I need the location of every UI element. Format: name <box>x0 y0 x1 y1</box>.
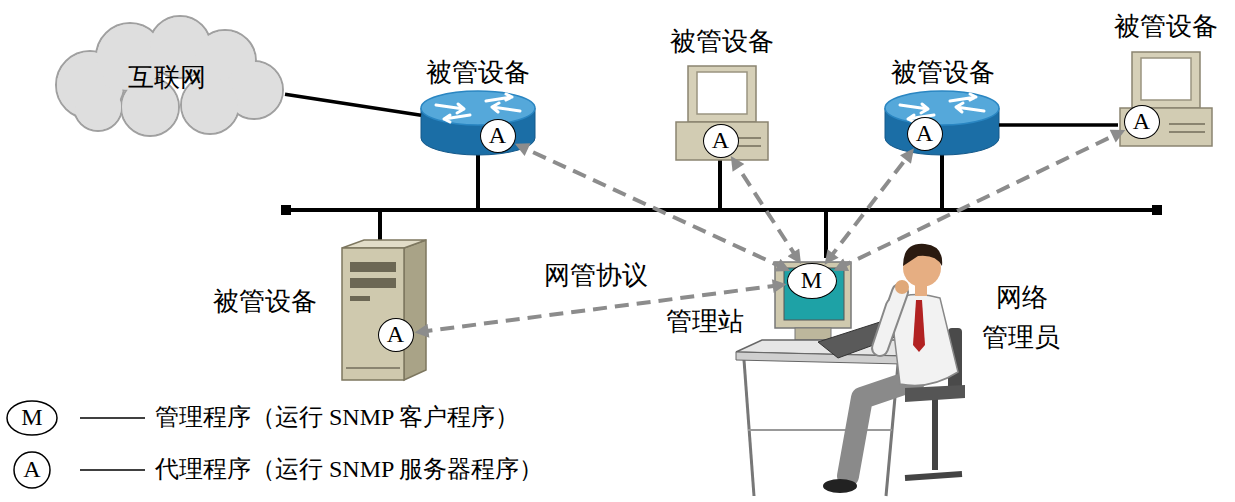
network-bus <box>286 152 1157 258</box>
administrator-figure-part <box>880 292 900 348</box>
server-device: 被管设备A <box>342 238 426 380</box>
administrator-figure-part <box>905 474 962 478</box>
agent-circle: A <box>480 119 516 153</box>
protocol-arrow <box>838 132 1120 268</box>
edge-label: 网管协议 <box>540 261 652 291</box>
router-device: 被管设备A <box>421 91 535 157</box>
network-bus-part <box>476 152 480 210</box>
server-icon-part <box>350 262 396 272</box>
legend-sample-part <box>7 401 57 435</box>
administrator-figure-part <box>880 292 900 348</box>
bus-terminator <box>281 205 291 215</box>
device-label: 被管设备 <box>670 27 774 57</box>
manager-letter: M <box>801 267 822 295</box>
workstation-icon <box>775 262 851 340</box>
pc-icon <box>676 66 768 160</box>
network-link <box>285 94 421 115</box>
administrator-figure-part <box>913 300 925 352</box>
device-label: 被管设备 <box>891 58 995 88</box>
protocol-arrow <box>828 153 911 261</box>
legend-symbol-letter: A <box>23 456 40 484</box>
administrator-figure-part <box>903 244 942 266</box>
network-bus-part <box>940 152 944 210</box>
router-device: 被管设备A <box>885 91 999 157</box>
legend-text: 管理程序（运行 SNMP 客户程序） <box>155 404 519 430</box>
pc-icon <box>1120 52 1212 146</box>
desk <box>736 340 918 496</box>
device-label: 被管设备 <box>426 58 530 88</box>
station-label: 管理站 <box>666 307 744 337</box>
workstation-icon-part <box>775 262 851 328</box>
network-bus-part <box>718 160 722 210</box>
server-icon-part <box>346 367 400 369</box>
network-link <box>999 123 1118 127</box>
cloud-fill <box>75 84 121 130</box>
server-icon-part <box>350 278 396 288</box>
router-icon <box>885 91 999 155</box>
pc-device: 被管设备A <box>1118 52 1213 150</box>
legend-symbol-letter: M <box>21 404 42 432</box>
device-label: 被管设备 <box>213 287 317 317</box>
management-station: 管理站M <box>772 260 852 332</box>
legend-sample-part <box>14 452 50 488</box>
agent-circle: A <box>703 124 739 158</box>
legend-text: 代理程序（运行 SNMP 服务器程序） <box>155 456 543 482</box>
server-icon-part <box>350 296 370 301</box>
server-icon-part <box>342 240 426 248</box>
cloud-label: 互联网 <box>128 63 206 93</box>
legend-sample <box>7 401 145 488</box>
manager-circle: M <box>787 263 837 299</box>
agent-letter: A <box>489 122 506 150</box>
agent-letter: A <box>1133 108 1150 136</box>
administrator-figure-part <box>895 280 909 294</box>
agent-circle: A <box>907 117 943 151</box>
legend-item: 代理程序（运行 SNMP 服务器程序） <box>155 456 543 484</box>
router-icon <box>421 91 535 155</box>
agent-letter: A <box>916 120 933 148</box>
protocol-arrow <box>734 161 798 260</box>
legend-sample-part <box>80 469 145 471</box>
agent-circle: A <box>378 318 414 352</box>
agent-circle: A <box>1124 105 1160 139</box>
administrator-figure-part <box>848 380 915 476</box>
desk-part <box>744 360 754 496</box>
internet-cloud: 互联网 <box>50 15 285 137</box>
pc-device: 被管设备A <box>675 66 768 162</box>
administrator-figure <box>823 244 965 493</box>
server-icon <box>342 240 426 380</box>
administrator-figure-part <box>905 385 965 402</box>
server-icon-part <box>342 248 404 380</box>
device-label: 被管设备 <box>1114 12 1218 42</box>
agent-letter: A <box>712 127 729 155</box>
agent-letter: A <box>387 321 404 349</box>
server-icon-part <box>404 240 426 380</box>
administrator-figure-part <box>932 398 938 470</box>
legend-item: 管理程序（运行 SNMP 客户程序） <box>155 404 519 432</box>
bus-terminator <box>1152 205 1162 215</box>
administrator-figure-part <box>823 479 857 493</box>
protocol-arrow <box>520 146 786 269</box>
workstation-icon-part <box>795 328 831 340</box>
desk-part <box>748 429 892 431</box>
network-bus-part <box>824 210 828 258</box>
legend-sample-part <box>80 417 145 419</box>
administrator-label: 网络管理员 <box>982 278 1063 359</box>
